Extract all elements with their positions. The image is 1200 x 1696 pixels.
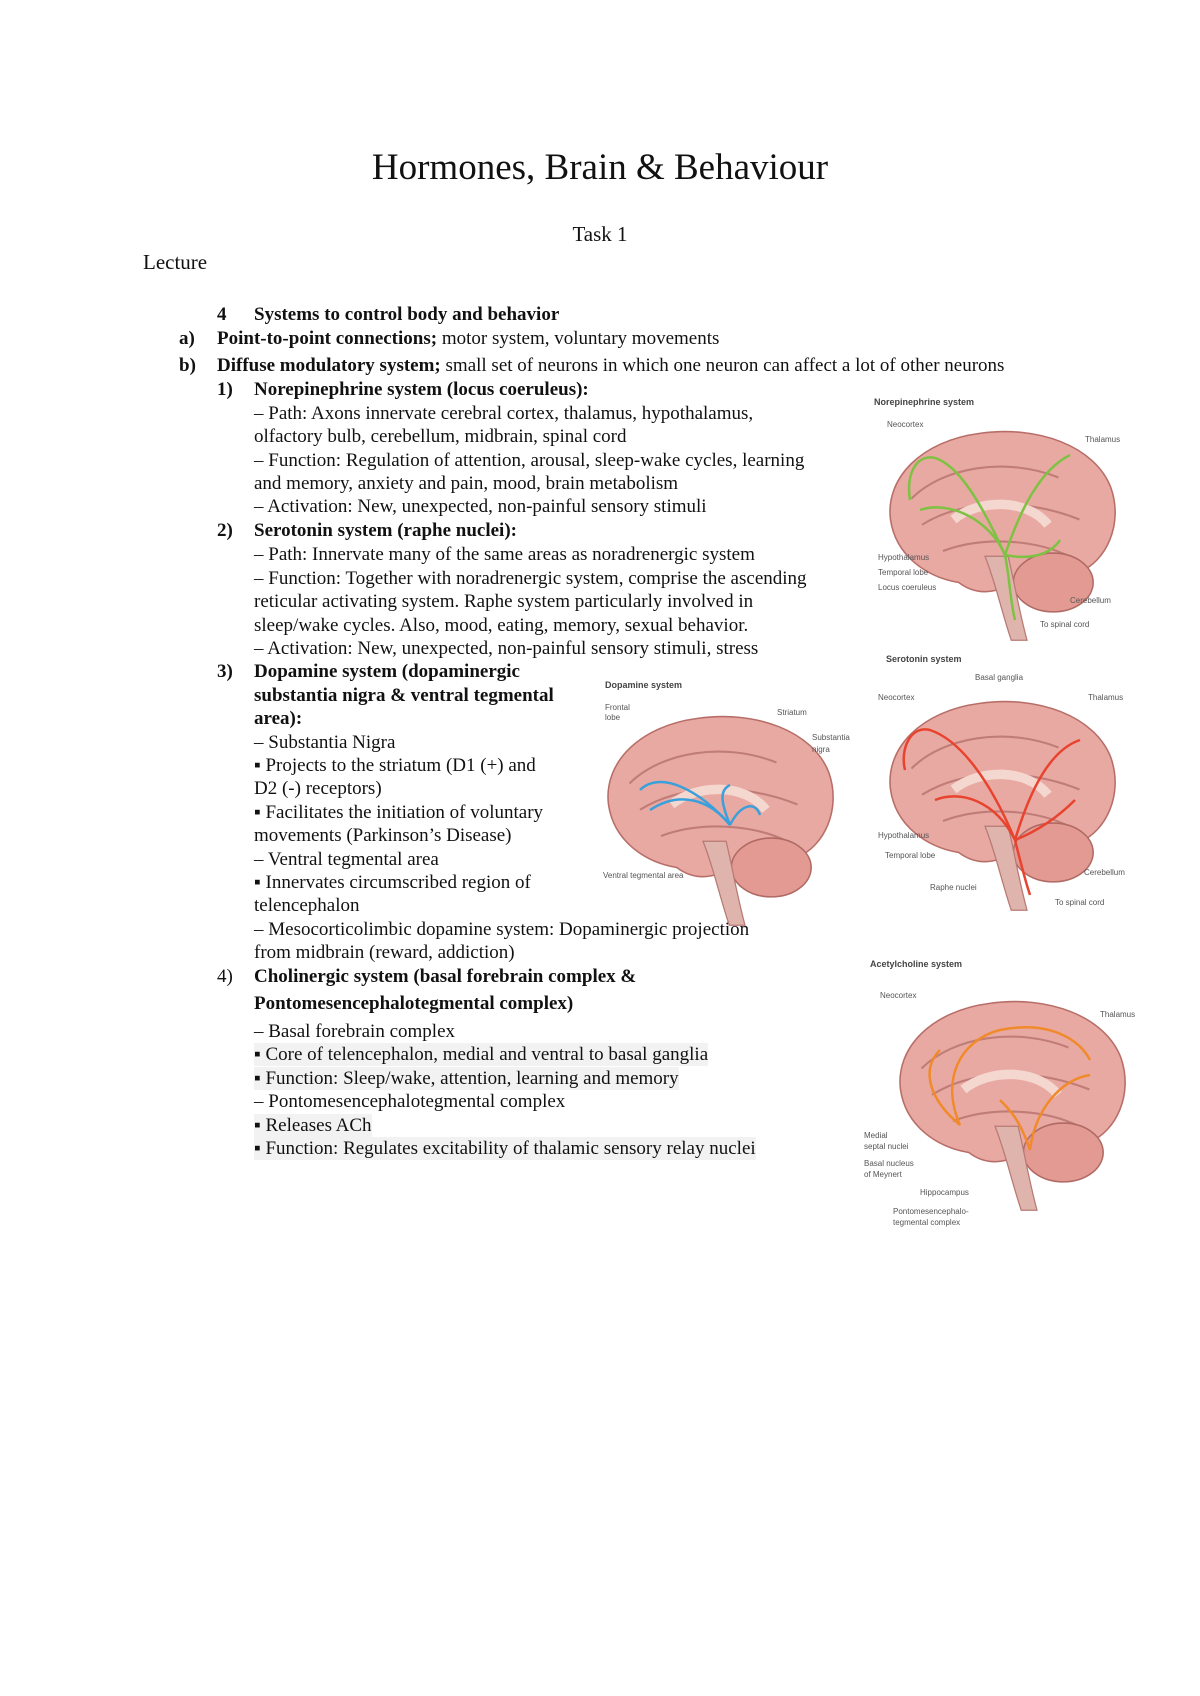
item-a-text: Point-to-point connections; motor system… <box>217 328 720 349</box>
norepinephrine-label: Neocortex <box>887 420 923 429</box>
section-3-line: from midbrain (reward, addiction) <box>254 942 515 963</box>
dopamine-label: Striatum <box>777 708 807 717</box>
acetylcholine-label: Basal nucleus <box>864 1159 914 1168</box>
serotonin-label: Raphe nuclei <box>930 883 977 892</box>
acetylcholine-label: Neocortex <box>880 991 916 1000</box>
serotonin-label: Cerebellum <box>1084 868 1125 877</box>
page-title: Hormones, Brain & Behaviour <box>371 147 829 188</box>
serotonin-figure-title: Serotonin system <box>886 654 962 664</box>
section-3-title: Dopamine system (dopaminergic <box>254 661 520 682</box>
section-3-line: ▪ Innervates circumscribed region of <box>254 872 531 893</box>
task-heading: Task 1 <box>572 222 628 246</box>
section-3-line: ▪ Projects to the striatum (D1 (+) and <box>254 755 536 776</box>
norepinephrine-label: Temporal lobe <box>878 568 929 577</box>
section-4-line: ▪ Function: Regulates excitability of th… <box>254 1137 756 1160</box>
section-3-title: substantia nigra & ventral tegmental <box>254 685 554 706</box>
serotonin-figure: Serotonin system Basal ganglia Neocortex… <box>878 654 1125 910</box>
section-1-line: – Function: Regulation of attention, aro… <box>254 450 805 471</box>
dopamine-figure: Dopamine system Frontal lobe Striatum Su… <box>603 680 850 925</box>
section-1-title: Norepinephrine system (locus coeruleus): <box>254 379 589 400</box>
dopamine-label: Ventral tegmental area <box>603 871 684 880</box>
item-a-label: a) <box>179 328 195 349</box>
section-3-number: 3) <box>217 661 233 682</box>
section-4-number: 4) <box>217 966 233 987</box>
section-4-line: – Pontomesencephalotegmental complex <box>254 1091 566 1112</box>
section-3-line: ▪ Facilitates the initiation of voluntar… <box>254 802 544 823</box>
section-1-line: and memory, anxiety and pain, mood, brai… <box>254 473 679 494</box>
norepinephrine-pathways <box>907 453 1071 621</box>
section-3-line: – Ventral tegmental area <box>254 849 439 870</box>
acetylcholine-label: septal nuclei <box>864 1142 909 1151</box>
section-2-line: – Activation: New, unexpected, non-painf… <box>254 638 759 659</box>
acetylcholine-pathways <box>928 1026 1092 1151</box>
norepinephrine-figure-title: Norepinephrine system <box>874 397 974 407</box>
heading-number: 4 <box>217 304 227 325</box>
acetylcholine-label: Hippocampus <box>920 1188 969 1197</box>
dopamine-label: lobe <box>605 713 621 722</box>
dopamine-label: nigra <box>812 745 830 754</box>
section-1-line: – Path: Axons innervate cerebral cortex,… <box>254 403 754 424</box>
section-3-line: movements (Parkinson’s Disease) <box>254 825 512 846</box>
dopamine-label: Substantia <box>812 733 850 742</box>
acetylcholine-label: of Meynert <box>864 1170 903 1179</box>
heading-text: Systems to control body and behavior <box>254 304 560 325</box>
serotonin-label: Thalamus <box>1088 693 1123 702</box>
section-1-line: – Activation: New, unexpected, non-painf… <box>254 496 707 517</box>
acetylcholine-label: tegmental complex <box>893 1218 960 1227</box>
section-3-line: D2 (-) receptors) <box>254 778 382 799</box>
section-3-title: area): <box>254 708 303 729</box>
norepinephrine-figure: Norepinephrine system Neocortex Thalamus… <box>874 397 1120 640</box>
section-3-line: – Substantia Nigra <box>254 732 396 753</box>
serotonin-label: To spinal cord <box>1055 898 1104 907</box>
norepinephrine-label: To spinal cord <box>1040 620 1089 629</box>
item-b-text: Diffuse modulatory system; small set of … <box>217 355 1005 376</box>
section-3-line: telencephalon <box>254 895 360 916</box>
serotonin-label: Temporal lobe <box>885 851 936 860</box>
dopamine-label: Frontal <box>605 703 630 712</box>
section-1-number: 1) <box>217 379 233 400</box>
section-2-line: reticular activating system. Raphe syste… <box>254 591 754 612</box>
serotonin-label: Basal ganglia <box>975 673 1024 682</box>
section-2-line: – Function: Together with noradrenergic … <box>254 568 807 589</box>
acetylcholine-label: Medial <box>864 1131 888 1140</box>
section-2-line: sleep/wake cycles. Also, mood, eating, m… <box>254 615 749 636</box>
serotonin-label: Hypothalamus <box>878 831 929 840</box>
norepinephrine-label: Hypothalamus <box>878 553 929 562</box>
section-4-line: ▪ Releases ACh <box>254 1114 372 1137</box>
lecture-label: Lecture <box>143 250 208 274</box>
acetylcholine-label: Thalamus <box>1100 1010 1135 1019</box>
section-4-line: ▪ Function: Sleep/wake, attention, learn… <box>254 1067 679 1090</box>
acetylcholine-label: Pontomesencephalo- <box>893 1207 969 1216</box>
section-2-number: 2) <box>217 520 233 541</box>
section-4-line: – Basal forebrain complex <box>254 1021 456 1042</box>
norepinephrine-label: Locus coeruleus <box>878 583 936 592</box>
serotonin-pathways <box>902 728 1081 896</box>
dopamine-pathways <box>639 780 762 826</box>
section-3-line: – Mesocorticolimbic dopamine system: Dop… <box>254 919 750 940</box>
norepinephrine-label: Cerebellum <box>1070 596 1111 605</box>
acetylcholine-figure-title: Acetylcholine system <box>870 959 962 969</box>
section-4-title: Pontomesencephalotegmental complex) <box>254 993 574 1014</box>
section-2-title: Serotonin system (raphe nuclei): <box>254 520 517 541</box>
acetylcholine-figure: Acetylcholine system Neocortex Thalamus … <box>864 959 1135 1227</box>
item-b-label: b) <box>179 355 196 376</box>
section-4-line: ▪ Core of telencephalon, medial and vent… <box>254 1043 709 1066</box>
section-4-title: Cholinergic system (basal forebrain comp… <box>254 966 637 987</box>
section-2-line: – Path: Innervate many of the same areas… <box>254 544 755 565</box>
dopamine-figure-title: Dopamine system <box>605 680 682 690</box>
norepinephrine-label: Thalamus <box>1085 435 1120 444</box>
serotonin-label: Neocortex <box>878 693 914 702</box>
section-1-line: olfactory bulb, cerebellum, midbrain, sp… <box>254 426 627 447</box>
